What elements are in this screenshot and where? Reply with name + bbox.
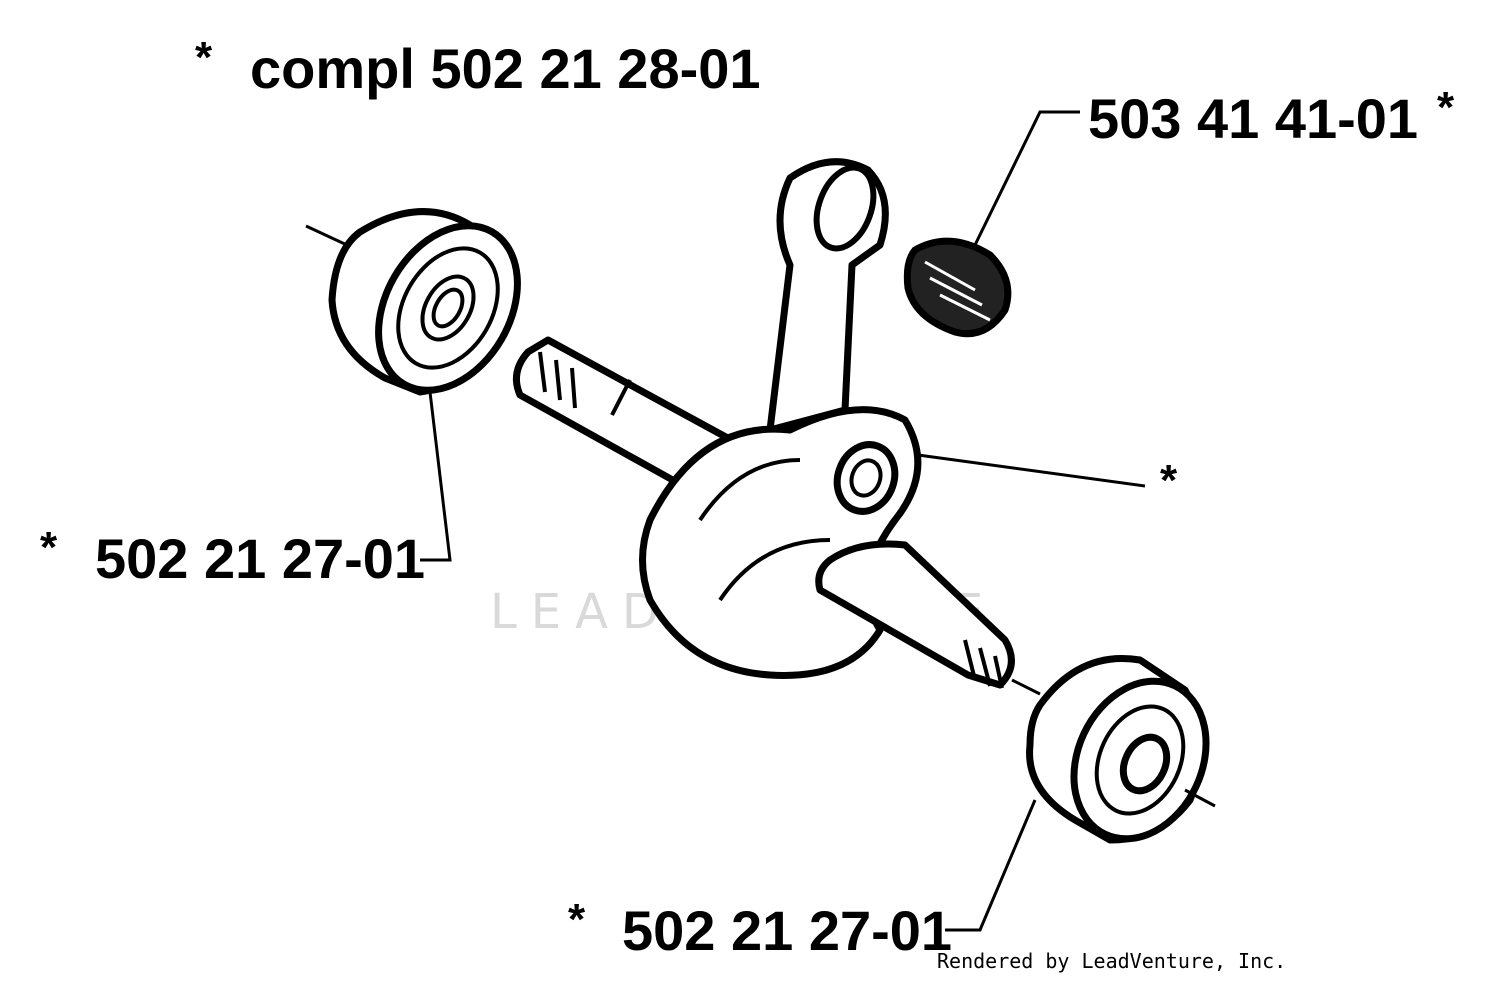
right-bearing-asterisk: * <box>568 895 586 944</box>
left-bearing-asterisk: * <box>40 523 58 572</box>
needle-bearing-asterisk: * <box>1437 83 1455 132</box>
right-bearing-part-number: 502 21 27-01 <box>622 899 952 962</box>
leader-lines <box>420 110 1146 932</box>
assembly-part-number: compl 502 21 28-01 <box>250 37 761 100</box>
needle-bearing <box>903 237 1012 338</box>
assembly-asterisk: * <box>195 33 213 82</box>
right-crankshaft-journal <box>815 540 1041 696</box>
crankshaft-asterisk: * <box>1160 456 1178 505</box>
right-ball-bearing <box>1026 654 1216 844</box>
needle-bearing-part-number: 503 41 41-01 <box>1088 87 1418 150</box>
credit-text: Rendered by LeadVenture, Inc. <box>937 949 1286 973</box>
left-bearing-part-number: 502 21 27-01 <box>95 527 425 590</box>
left-ball-bearing <box>305 208 521 396</box>
